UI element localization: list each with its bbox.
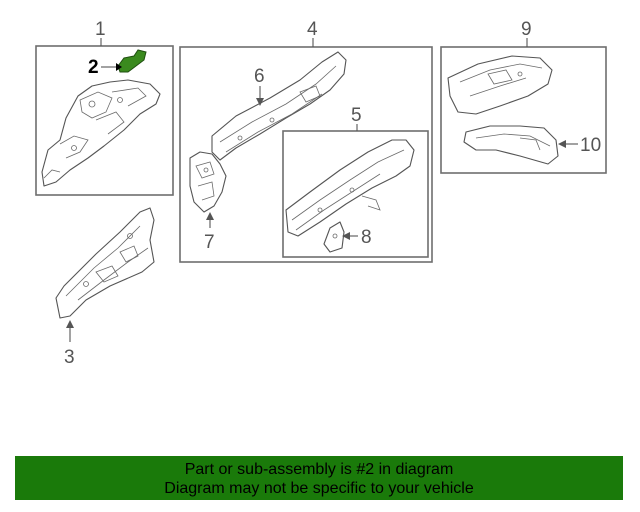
callout-2-arrowhead	[116, 63, 122, 71]
part-1-apron-assembly[interactable]	[41, 79, 161, 187]
callout-10[interactable]: 10	[580, 135, 601, 156]
callout-6[interactable]: 6	[254, 66, 265, 87]
group-1-box	[35, 45, 174, 196]
info-banner: Part or sub-assembly is #2 in diagram Di…	[15, 456, 623, 500]
group-9-box	[440, 46, 607, 174]
callout-8[interactable]: 8	[361, 227, 372, 248]
banner-line-2: Diagram may not be specific to your vehi…	[164, 480, 474, 497]
part-8-small-bracket[interactable]	[323, 221, 345, 253]
callout-9[interactable]: 9	[521, 19, 532, 40]
part-6-upper-member[interactable]	[211, 51, 347, 161]
part-3-lower-rail[interactable]	[55, 207, 155, 319]
callout-1[interactable]: 1	[95, 19, 106, 40]
part-7-bracket[interactable]	[189, 151, 227, 213]
part-2-bracket-highlighted[interactable]	[117, 49, 147, 73]
callout-4[interactable]: 4	[307, 19, 318, 40]
group-5-box	[282, 130, 429, 258]
callout-10-arrowhead	[558, 140, 566, 148]
callout-3-arrowhead	[66, 320, 74, 328]
part-10-crossmember[interactable]	[463, 125, 559, 165]
callout-5[interactable]: 5	[351, 105, 362, 126]
callout-6-arrowhead	[256, 98, 264, 106]
part-5-side-member[interactable]	[285, 139, 415, 237]
parts-diagram: 1 2 3 4 6	[35, 19, 607, 368]
callout-2[interactable]: 2	[88, 57, 99, 78]
banner-line-1: Part or sub-assembly is #2 in diagram	[184, 461, 454, 478]
callout-8-arrowhead	[342, 232, 350, 240]
callout-7[interactable]: 7	[204, 232, 215, 253]
callout-7-arrowhead	[206, 212, 214, 220]
part-9-floor-assembly[interactable]	[447, 55, 553, 115]
group-4-box	[179, 46, 433, 263]
callout-3[interactable]: 3	[64, 347, 75, 368]
